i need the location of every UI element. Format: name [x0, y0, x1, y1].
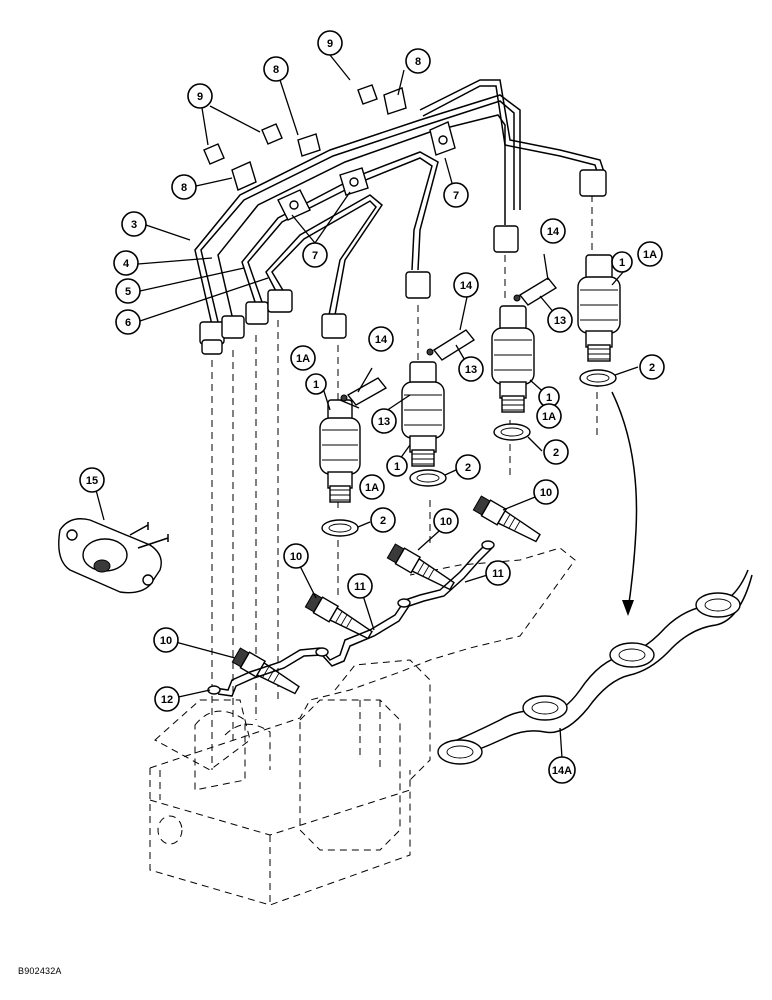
callout-label: 10 — [160, 635, 172, 647]
alignment-lines — [211, 195, 598, 770]
callout-2: 2 — [543, 439, 569, 465]
injector-holders — [319, 254, 621, 503]
callout-label: 10 — [440, 516, 452, 528]
gasket-strip — [437, 391, 753, 765]
callout-5: 5 — [115, 278, 141, 304]
callout-14a: 14A — [548, 756, 576, 784]
callout-10: 10 — [153, 627, 179, 653]
callout-label: 8 — [181, 182, 187, 194]
callout-label: 14 — [460, 280, 473, 292]
callout-label: 11 — [492, 568, 504, 580]
callout-label: 3 — [131, 219, 137, 231]
callout-label: 10 — [290, 551, 302, 563]
callout-14: 14 — [368, 326, 394, 352]
callout-8: 8 — [405, 48, 431, 74]
injector-holder — [491, 305, 535, 413]
callout-3: 3 — [121, 211, 147, 237]
callout-label: 10 — [540, 487, 552, 499]
callout-13: 13 — [371, 408, 397, 434]
callout-label: 11 — [354, 581, 366, 593]
callout-label: 5 — [125, 286, 131, 298]
leader-lines — [95, 54, 639, 759]
engine-block-outline — [149, 547, 576, 906]
flange-sensor — [58, 518, 169, 594]
bus-bars — [207, 540, 495, 697]
callout-4: 4 — [113, 250, 139, 276]
callout-label: 9 — [327, 38, 333, 50]
callout-11: 11 — [485, 560, 511, 586]
callout-7: 7 — [443, 182, 469, 208]
callout-label: 1A — [643, 249, 657, 261]
callout-13: 13 — [458, 356, 484, 382]
callout-label: 8 — [273, 64, 279, 76]
callout-label: 2 — [649, 362, 655, 374]
callout-2: 2 — [370, 507, 396, 533]
callout-9: 9 — [317, 30, 343, 56]
callout-7: 7 — [302, 242, 328, 268]
callout-10: 10 — [533, 479, 559, 505]
callout-label: 2 — [380, 515, 386, 527]
callout-label: 2 — [553, 447, 559, 459]
callout-8: 8 — [171, 174, 197, 200]
callout-1: 1 — [386, 455, 408, 477]
callout-label: 4 — [123, 258, 130, 270]
injector-holder — [577, 254, 621, 362]
callout-1a: 1A — [637, 241, 663, 267]
leak-off-elbows — [340, 277, 558, 406]
callout-1a: 1A — [536, 403, 562, 429]
callout-14: 14 — [453, 272, 479, 298]
injection-pipes — [194, 79, 607, 355]
callout-label: 7 — [453, 190, 459, 202]
callout-1a: 1A — [290, 345, 316, 371]
callout-label: 8 — [415, 56, 421, 68]
callout-6: 6 — [115, 309, 141, 335]
callout-label: 1A — [542, 411, 556, 423]
callout-label: 12 — [161, 694, 173, 706]
figure-code: B902432A — [18, 966, 62, 976]
callout-14: 14 — [540, 218, 566, 244]
callout-label: 1A — [365, 482, 379, 494]
callout-10: 10 — [433, 508, 459, 534]
callout-label: 1A — [296, 353, 310, 365]
sealing-washers — [321, 369, 617, 537]
callout-1a: 1A — [359, 474, 385, 500]
callout-10: 10 — [283, 543, 309, 569]
callout-label: 13 — [554, 315, 566, 327]
callout-label: 14 — [375, 334, 388, 346]
callout-label: 6 — [125, 317, 131, 329]
callout-label: 1 — [619, 257, 625, 269]
callout-label: 15 — [86, 475, 98, 487]
callout-label: 13 — [465, 364, 477, 376]
injector-holder — [319, 399, 361, 503]
injector-holder — [401, 361, 445, 467]
callout-label: 13 — [378, 416, 390, 428]
callout-label: 1 — [394, 461, 400, 473]
callout-15: 15 — [79, 467, 105, 493]
callout-label: 7 — [312, 250, 318, 262]
callout-2: 2 — [639, 354, 665, 380]
callout-label: 14 — [547, 226, 560, 238]
callout-label: 1 — [546, 392, 552, 404]
callout-2: 2 — [455, 454, 481, 480]
callout-12: 12 — [154, 686, 180, 712]
callout-label: 14A — [552, 765, 572, 777]
callout-label: 2 — [465, 462, 471, 474]
callout-13: 13 — [547, 307, 573, 333]
callout-11: 11 — [347, 573, 373, 599]
callout-8: 8 — [263, 56, 289, 82]
callout-label: 1 — [313, 379, 319, 391]
callout-1: 1 — [305, 373, 327, 395]
callout-label: 9 — [197, 91, 203, 103]
callout-9: 9 — [187, 83, 213, 109]
callout-1: 1 — [611, 251, 633, 273]
